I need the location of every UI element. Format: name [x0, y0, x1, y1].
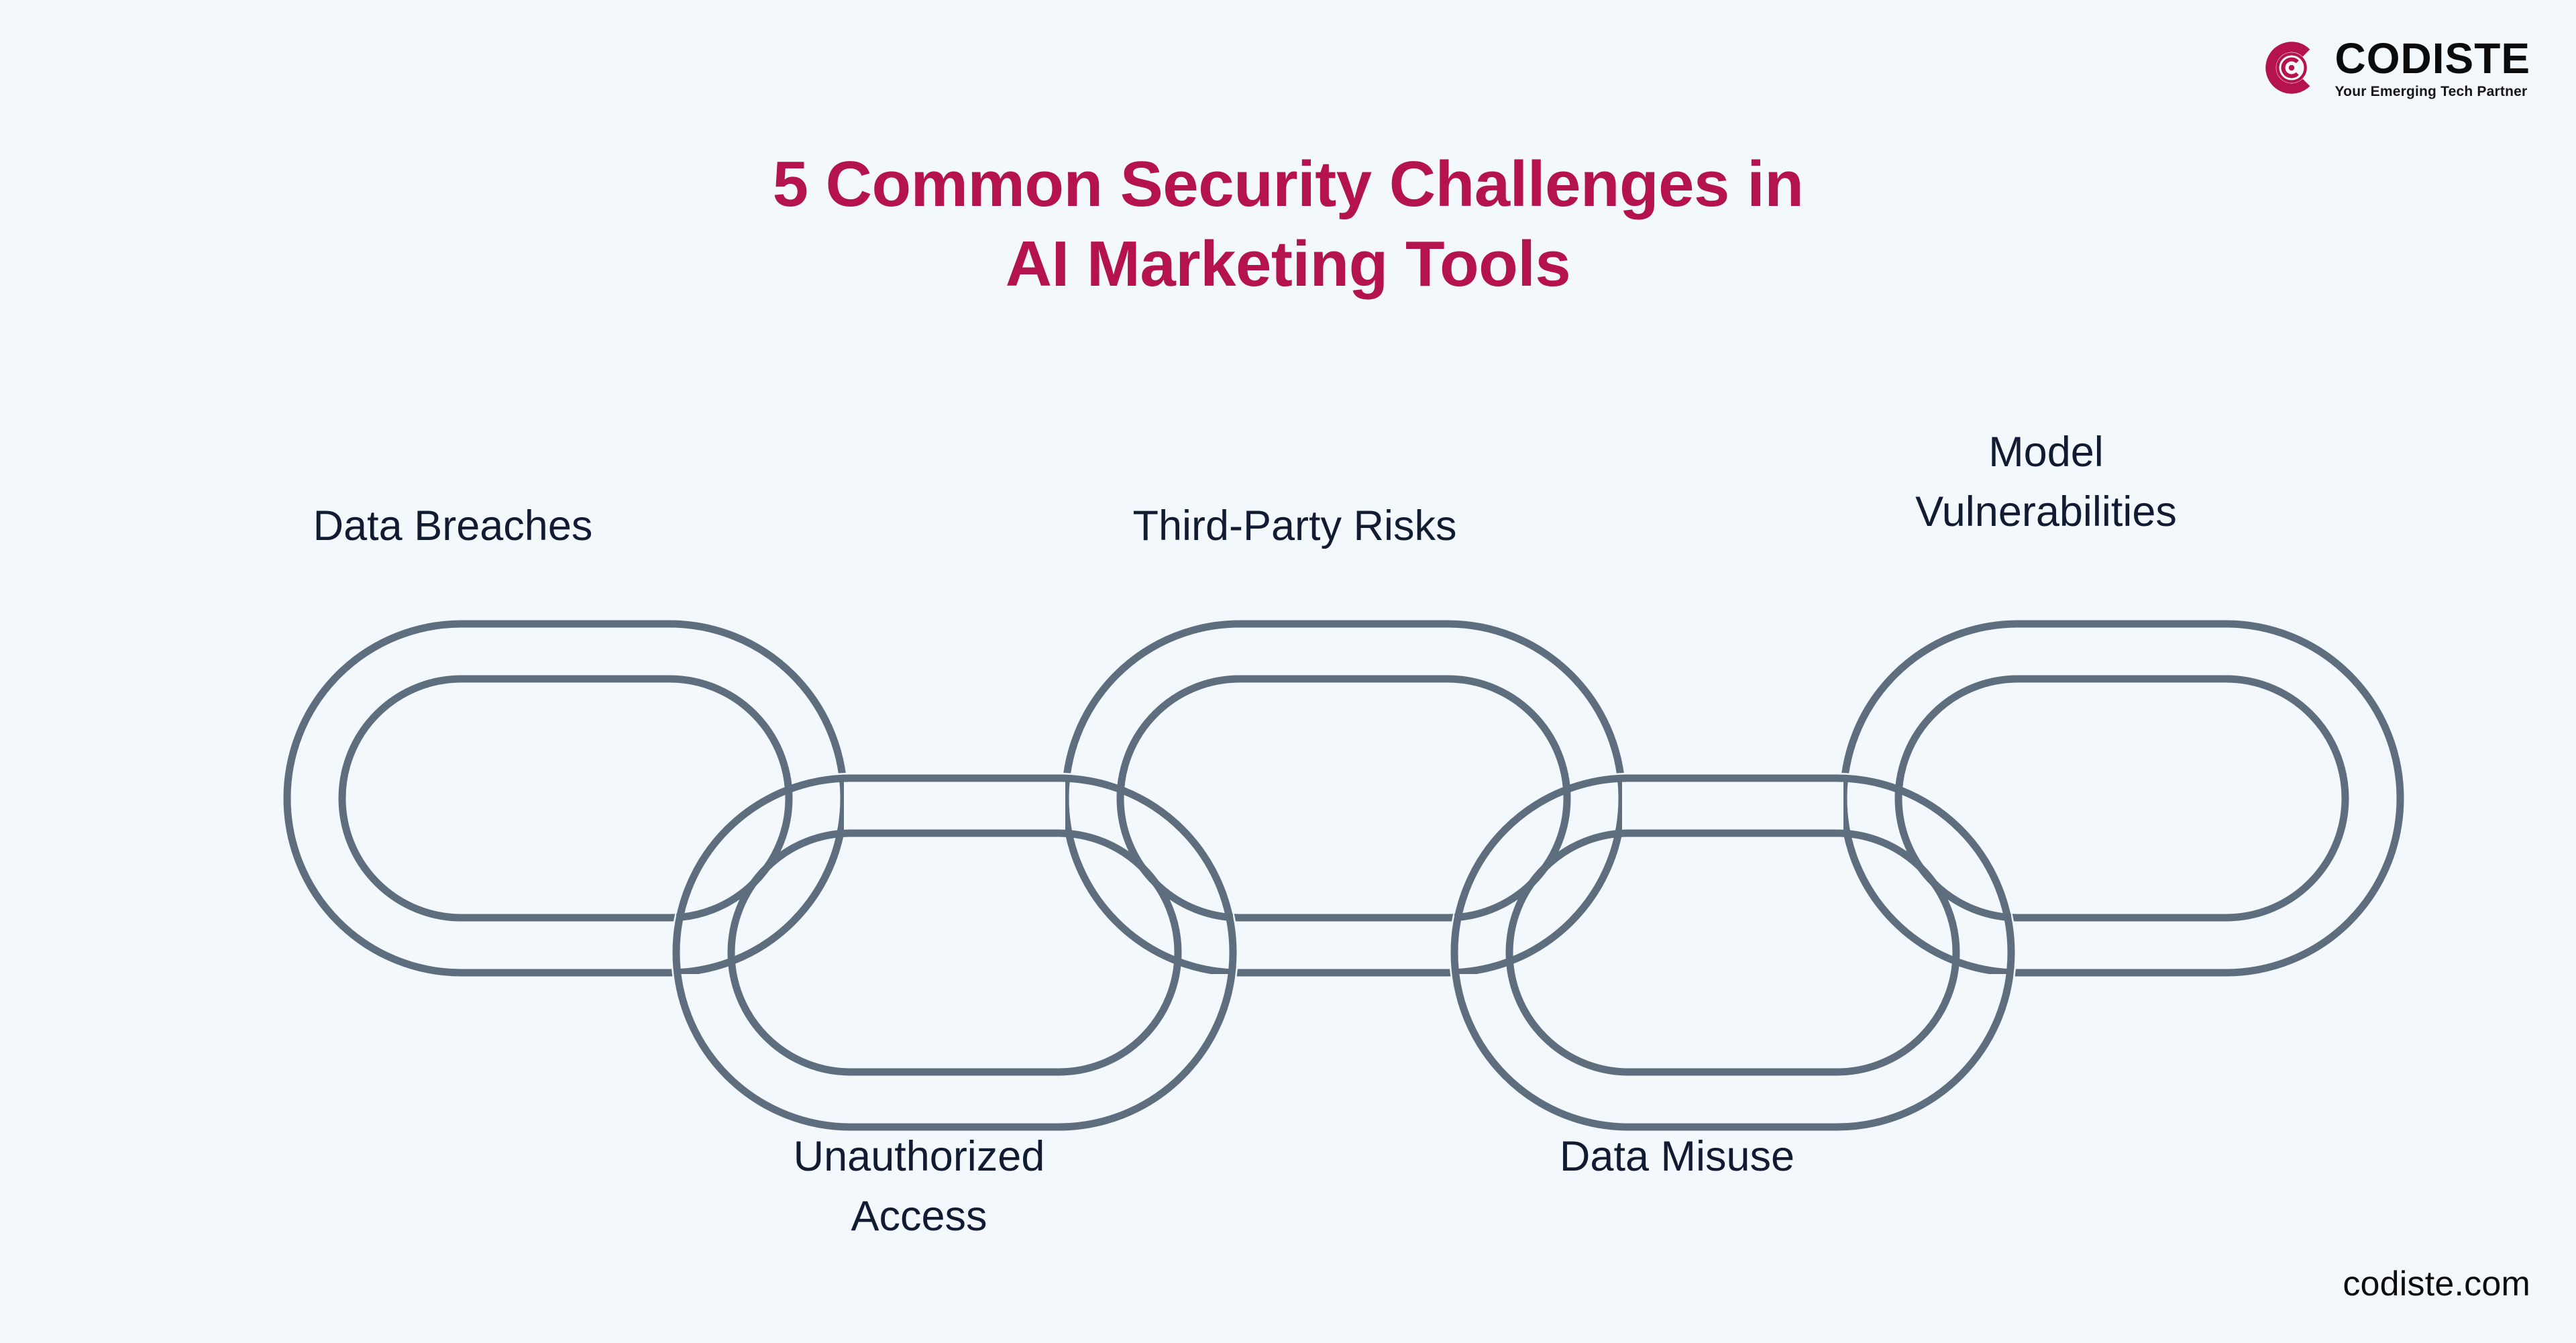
page-title-line-1: 5 Common Security Challenges in	[772, 148, 1804, 220]
page-title-line-2: AI Marketing Tools	[1005, 228, 1571, 301]
brand-wordmark: CODISTE Your Emerging Tech Partner	[2335, 37, 2530, 99]
chain-link-5-overlap	[1843, 624, 2400, 973]
chain-label-unauthorized-access: Unauthorized Access	[793, 1133, 1045, 1240]
chain-label-third-party-risks: Third-Party Risks	[1132, 502, 1457, 549]
chain-link-3-overlap-b	[1065, 624, 1622, 973]
chain-link-2	[671, 773, 1238, 1132]
brand-logo[interactable]: CODISTE Your Emerging Tech Partner	[2263, 37, 2530, 99]
chain-link-1-overlap	[287, 624, 844, 973]
chain-link-3-overlap	[1065, 624, 1622, 973]
chain-label-data-breaches: Data Breaches	[313, 502, 593, 549]
page-title: 5 Common Security Challenges in AI Marke…	[0, 144, 2576, 304]
chain-link-4	[1449, 773, 2017, 1132]
chain-label-model-vulnerabilities: Model Vulnerabilities	[1915, 429, 2177, 536]
chain-link-5	[1843, 624, 2400, 973]
chain-link-1	[287, 624, 844, 973]
chain-label-data-misuse: Data Misuse	[1559, 1133, 1795, 1180]
footer-website-url[interactable]: codiste.com	[2343, 1265, 2530, 1303]
chain-link-3	[1065, 624, 1622, 973]
codiste-c-mark-icon	[2265, 42, 2310, 94]
brand-tagline: Your Emerging Tech Partner	[2334, 84, 2528, 99]
brand-name: CODISTE	[2334, 34, 2530, 83]
